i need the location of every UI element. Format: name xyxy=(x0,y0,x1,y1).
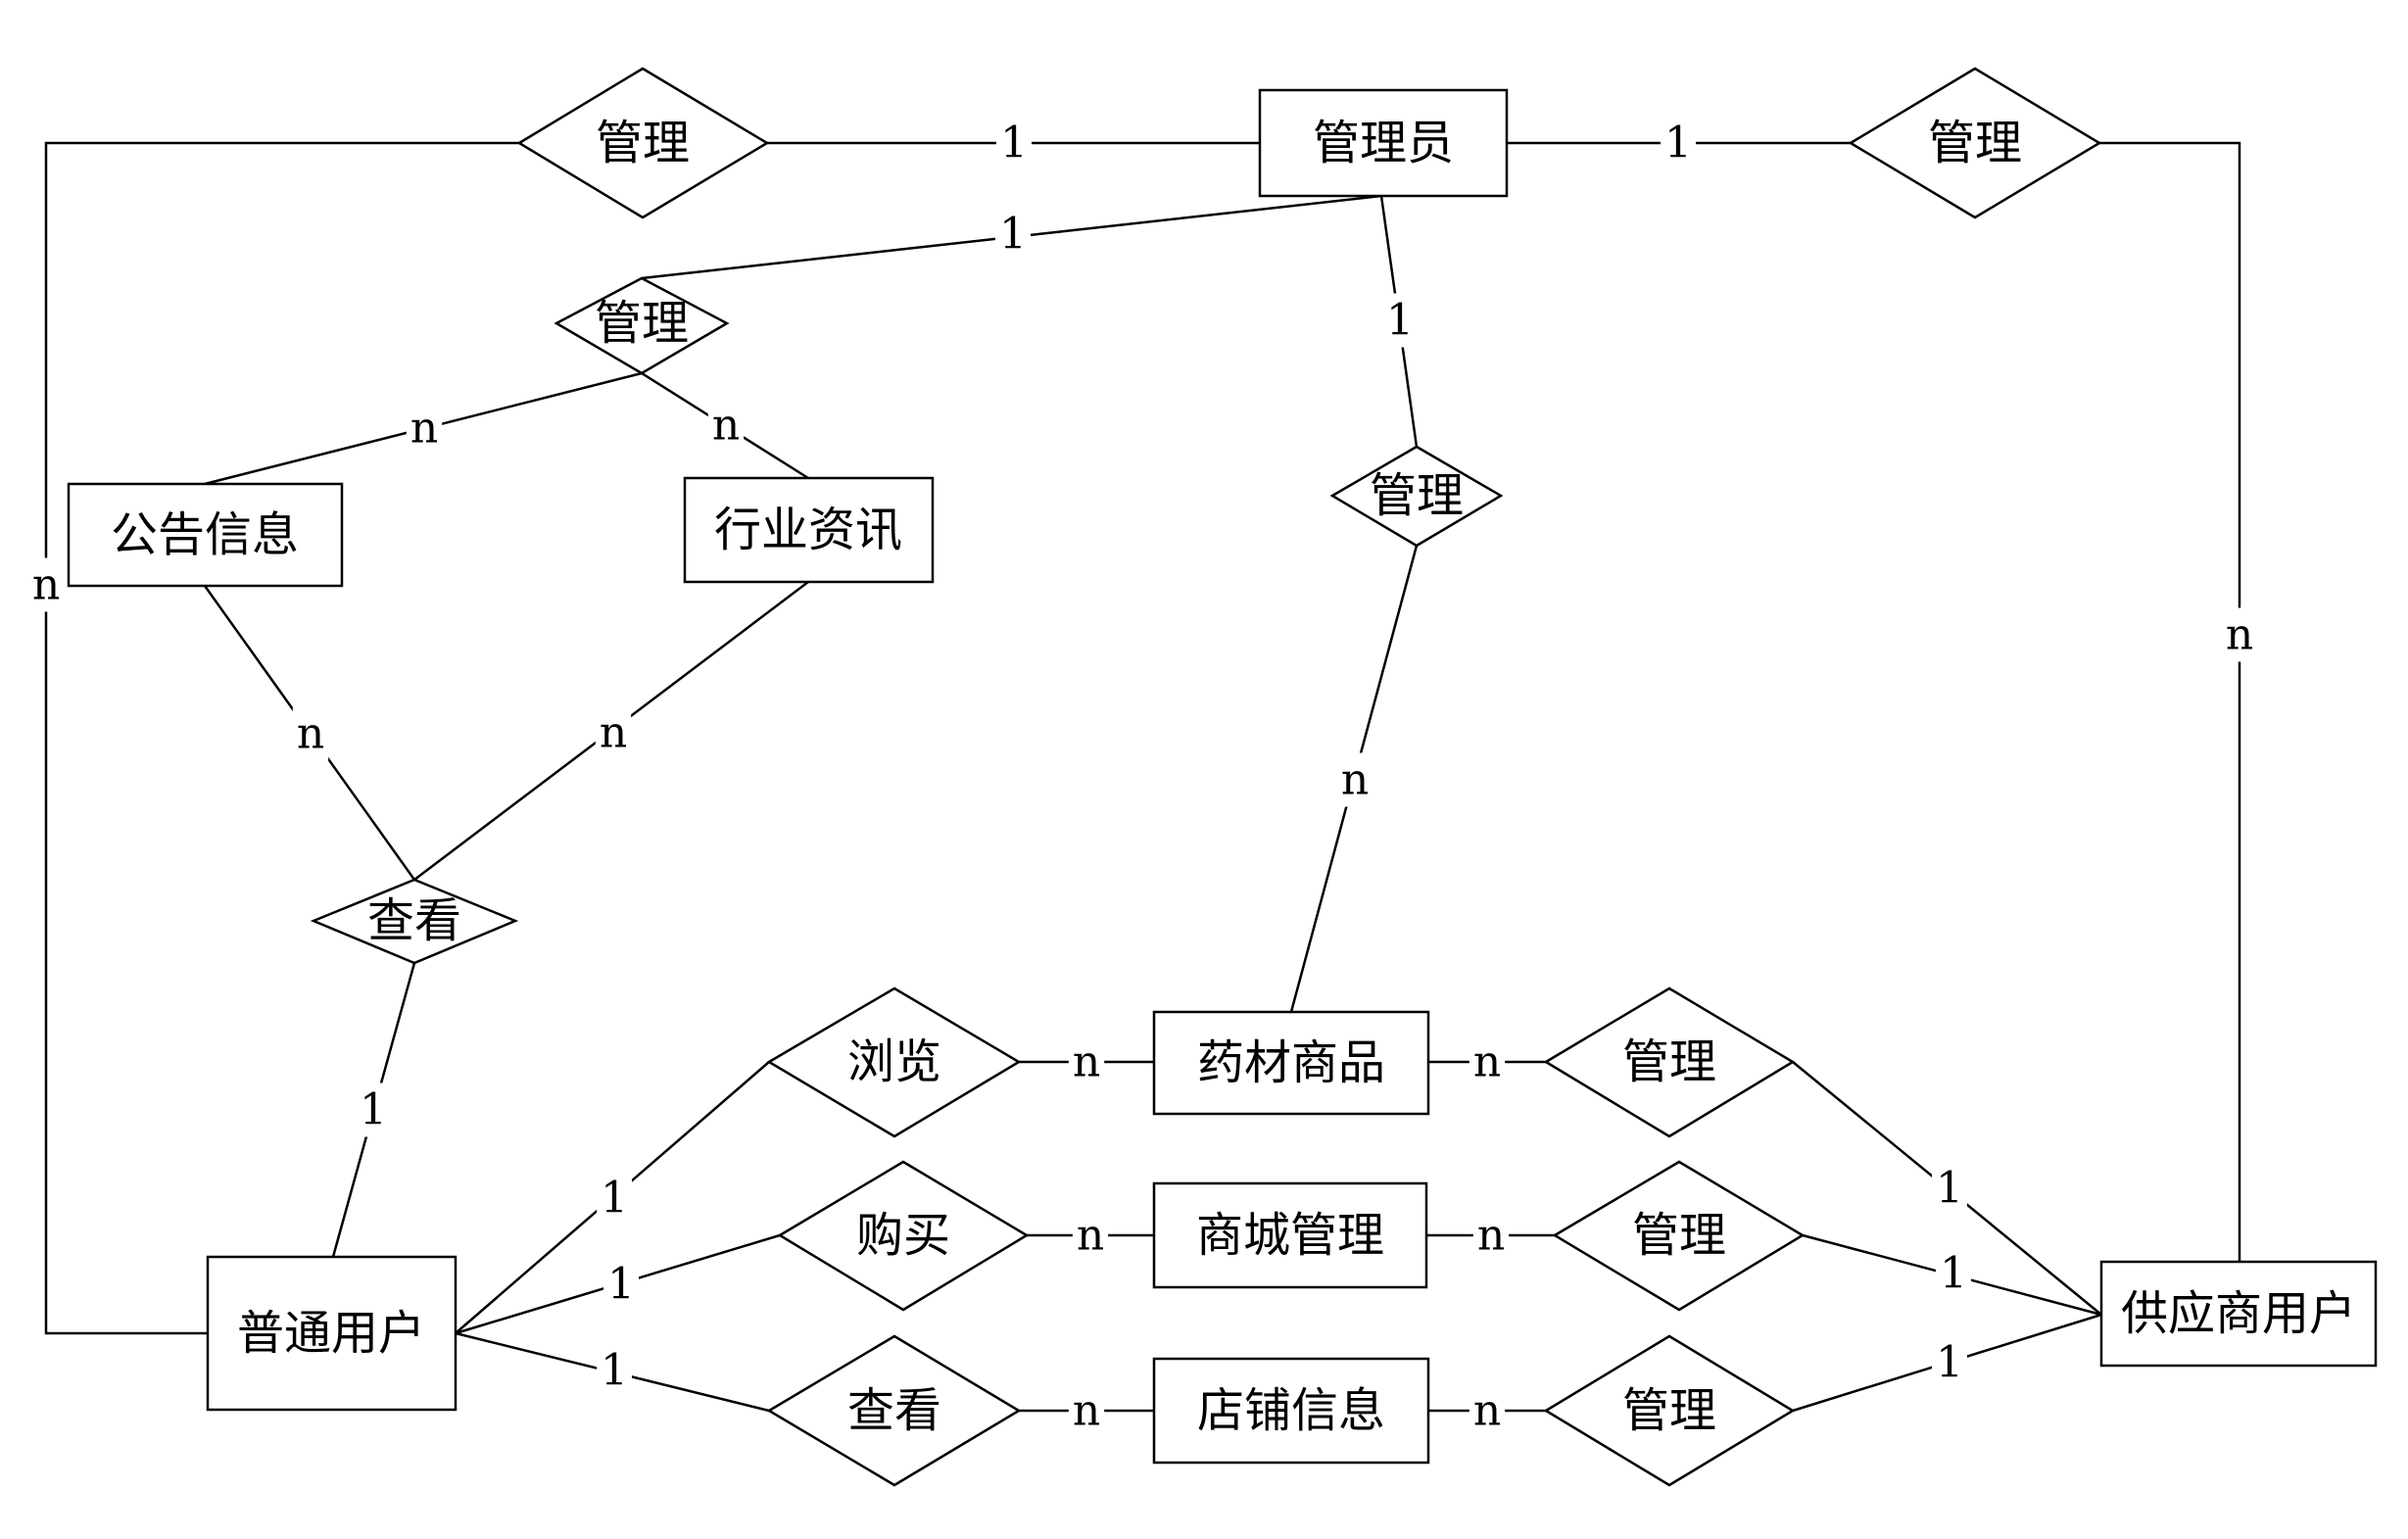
rel-view-info[interactable]: 查看 xyxy=(310,878,519,965)
rel-manage-info[interactable]: 管理 xyxy=(554,276,730,375)
entity-notice[interactable]: 公告信息 xyxy=(67,482,344,588)
cardinality-label-background xyxy=(27,557,65,612)
entity-shop-info-label: 店铺信息 xyxy=(1197,1383,1385,1438)
cardinality-labels: 1 n 1 n 1 n n 1 n n n 1 1 n 1 n 1 n n 1 … xyxy=(27,116,2258,1438)
cardinality-label-background xyxy=(603,1257,639,1312)
entity-industry-news-label: 行业资讯 xyxy=(714,503,902,557)
rel-supplier-manage-shop[interactable]: 管理 xyxy=(1543,1334,1796,1487)
cardinality-label: n xyxy=(2226,610,2253,660)
rel-supplier-manage-mall[interactable]: 管理 xyxy=(1552,1160,1806,1312)
rel-buy[interactable]: 购买 xyxy=(777,1160,1030,1312)
cardinality-label-background xyxy=(707,398,745,453)
cardinality-label-background xyxy=(995,207,1031,262)
entity-medicine-goods[interactable]: 药材商品 xyxy=(1152,1010,1430,1116)
rel-supplier-manage-shop-label: 管理 xyxy=(1622,1383,1716,1438)
rel-manage-top-right[interactable]: 管理 xyxy=(1848,67,2102,219)
entity-shop-info[interactable]: 店铺信息 xyxy=(1152,1357,1430,1465)
cardinality-label-background xyxy=(1072,1208,1109,1263)
entity-supplier-user-label: 供应商用户 xyxy=(2121,1286,2356,1341)
rel-manage-top-left[interactable]: 管理 xyxy=(516,67,770,219)
cardinality-label-background xyxy=(1661,116,1696,170)
entity-admin[interactable]: 管理员 xyxy=(1258,88,1509,198)
cardinality-label-background xyxy=(356,1082,391,1137)
cardinality-label: 1 xyxy=(1936,1338,1963,1388)
cardinality-label-background xyxy=(996,116,1032,170)
rel-view-shop-label: 查看 xyxy=(847,1383,941,1438)
entity-normal-user-label: 普通用户 xyxy=(237,1306,425,1361)
rel-supplier-manage-goods[interactable]: 管理 xyxy=(1543,986,1796,1138)
cardinality-label: 1 xyxy=(1000,119,1028,168)
entity-mall-manage-label: 商城管理 xyxy=(1196,1208,1384,1263)
cardinality-label-background xyxy=(597,1171,632,1226)
rel-supplier-manage-mall-label: 管理 xyxy=(1632,1208,1726,1263)
cardinality-label-background xyxy=(1936,1246,1971,1301)
cardinality-label: 1 xyxy=(601,1346,628,1396)
cardinality-label-background xyxy=(597,1343,632,1398)
cardinality-label: n xyxy=(1473,1386,1501,1436)
entity-mall-manage[interactable]: 商城管理 xyxy=(1152,1181,1428,1289)
cardinality-label: 1 xyxy=(601,1174,628,1224)
cardinality-label: 1 xyxy=(1386,296,1414,346)
cardinality-label: 1 xyxy=(1936,1164,1963,1214)
cardinality-label: n xyxy=(600,708,627,758)
edge-manage-top-left-user xyxy=(44,141,519,1335)
cardinality-label: n xyxy=(297,709,324,759)
cardinality-label-background xyxy=(1932,1335,1967,1390)
cardinality-label: n xyxy=(1073,1386,1100,1436)
entity-medicine-goods-label: 药材商品 xyxy=(1197,1035,1385,1090)
cardinality-label-background xyxy=(1469,1383,1506,1438)
entity-supplier-user[interactable]: 供应商用户 xyxy=(2099,1260,2378,1368)
rel-manage-goods-label: 管理 xyxy=(1370,468,1464,523)
cardinality-label-background xyxy=(292,706,329,761)
cardinality-label: 1 xyxy=(607,1260,635,1310)
entity-admin-label: 管理员 xyxy=(1313,116,1454,170)
cardinality-label-background xyxy=(1382,293,1418,348)
rel-view-shop[interactable]: 查看 xyxy=(766,1334,1022,1487)
rel-manage-info-label: 管理 xyxy=(595,296,689,351)
rel-view-info-label: 查看 xyxy=(367,893,461,948)
entity-notice-label: 公告信息 xyxy=(111,507,299,562)
cardinality-label-background xyxy=(2221,607,2258,662)
rel-manage-goods[interactable]: 管理 xyxy=(1329,445,1504,548)
rel-browse-label: 浏览 xyxy=(847,1034,941,1089)
cardinality-label: n xyxy=(1473,1037,1501,1087)
entity-industry-news[interactable]: 行业资讯 xyxy=(683,476,935,584)
cardinality-label: n xyxy=(1077,1211,1104,1261)
rel-manage-top-right-label: 管理 xyxy=(1928,116,2022,170)
rel-manage-top-left-label: 管理 xyxy=(596,116,690,170)
cardinality-label: n xyxy=(712,401,740,451)
cardinality-label: n xyxy=(32,560,60,610)
cardinality-label: n xyxy=(410,404,438,454)
cardinality-label-background xyxy=(1336,752,1373,807)
edge-manage-top-right-supplier xyxy=(2099,141,2241,1262)
cardinality-label-background xyxy=(1068,1034,1105,1089)
cardinality-label: 1 xyxy=(1664,119,1692,168)
edges xyxy=(44,141,2241,1413)
cardinality-label-background xyxy=(1068,1383,1105,1438)
cardinality-label: 1 xyxy=(999,210,1027,260)
rel-browse[interactable]: 浏览 xyxy=(766,986,1022,1138)
cardinality-label-background xyxy=(1932,1161,1967,1216)
cardinality-label-background xyxy=(1472,1208,1510,1263)
cardinality-label: 1 xyxy=(1940,1249,1967,1299)
cardinality-label: 1 xyxy=(360,1085,387,1135)
rel-supplier-manage-goods-label: 管理 xyxy=(1622,1034,1716,1089)
cardinality-label: n xyxy=(1341,755,1369,805)
cardinality-label: n xyxy=(1477,1211,1505,1261)
cardinality-label-background xyxy=(406,401,443,456)
cardinality-label-background xyxy=(1469,1034,1506,1089)
cardinality-label-background xyxy=(595,705,632,760)
rel-buy-label: 购买 xyxy=(856,1208,950,1263)
cardinality-label: n xyxy=(1073,1037,1100,1087)
entity-normal-user[interactable]: 普通用户 xyxy=(206,1255,458,1412)
